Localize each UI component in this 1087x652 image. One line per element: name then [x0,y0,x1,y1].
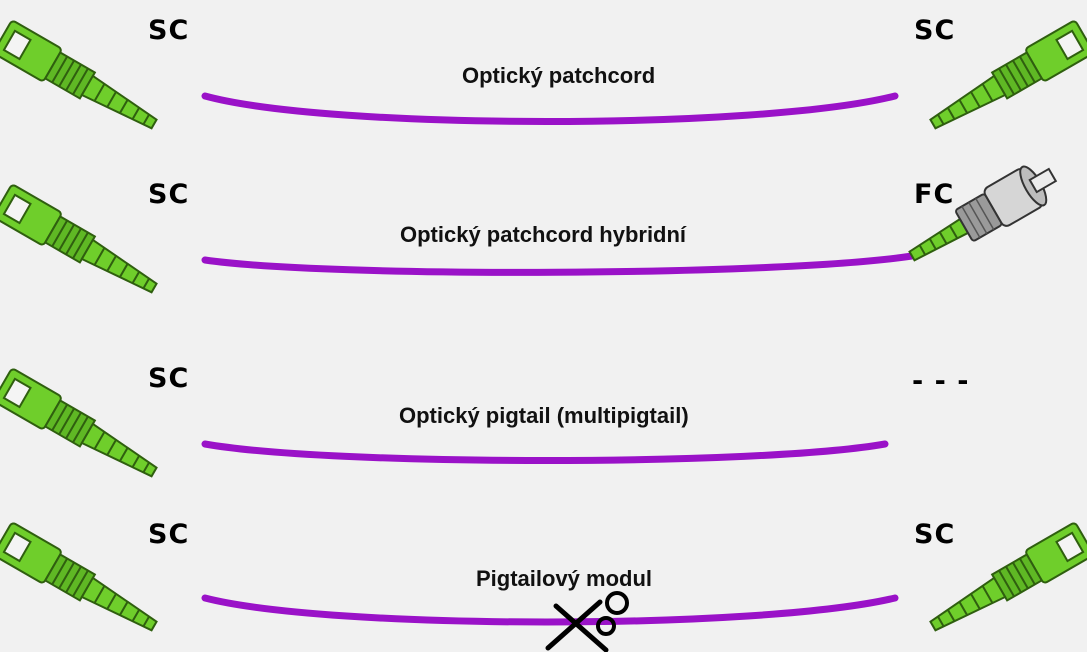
scissors-icon [545,591,629,652]
cable-line [201,594,899,626]
sc-connector-icon [0,522,158,632]
sc-connector-icon [929,20,1087,130]
left-connector-label: SC [148,363,190,394]
right-connector-label: - - - [912,366,970,397]
cable-line [201,92,899,125]
cable-title: Optický patchcord hybridní [400,222,687,247]
right-connector-label: SC [914,519,956,550]
row-pigtail-module: SC SC Pigtailový modul [0,502,1087,652]
row-pigtail: SC - - - Optický pigtail (multipigtail) [0,348,1087,498]
sc-connector-icon [929,522,1087,632]
left-connector-label: SC [148,15,190,46]
right-connector-label: SC [914,15,956,46]
left-connector-label: SC [148,519,190,550]
fc-connector-icon [908,165,1058,262]
right-connector-label: FC [914,179,955,210]
sc-connector-icon [0,184,158,294]
cable-title: Optický patchcord [462,63,656,88]
left-connector-label: SC [148,179,190,210]
cable-title: Pigtailový modul [476,566,653,591]
sc-connector-icon [0,20,158,130]
row-patchcord-hybrid: SC FC Optický patchcord hybridní [0,164,1087,314]
sc-connector-icon [0,368,158,478]
cable-title: Optický pigtail (multipigtail) [399,403,689,428]
row-patchcord: SC SC Optický patchcord [0,0,1087,150]
cable-line [201,252,916,276]
cable-line [201,440,889,464]
